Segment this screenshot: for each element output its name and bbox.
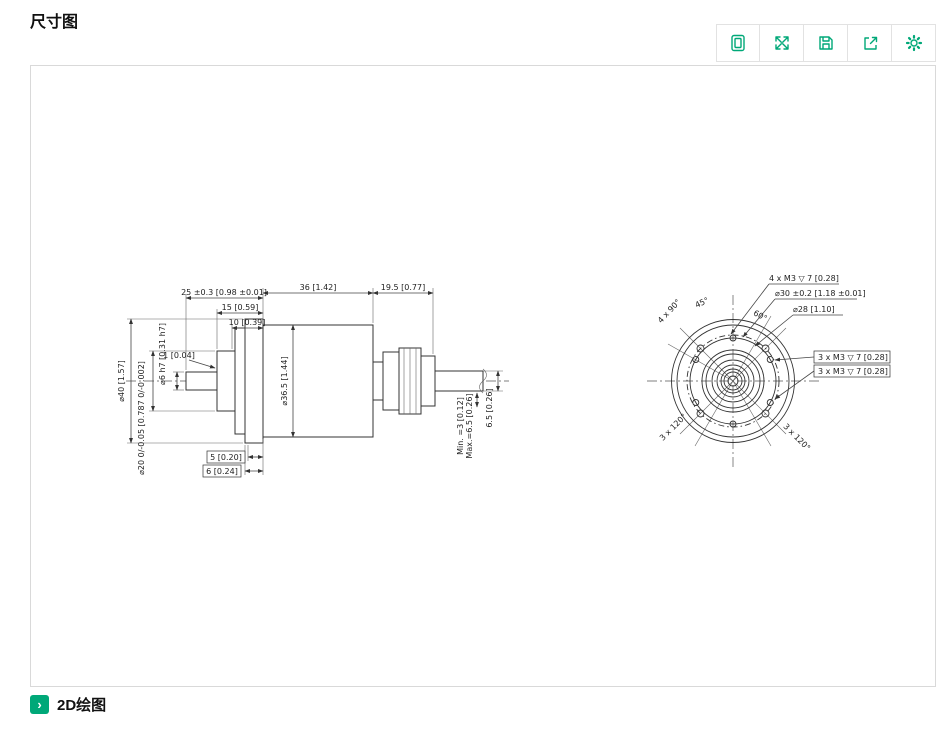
save-icon: [818, 36, 833, 50]
page-title: 尺寸图: [30, 14, 79, 31]
save-button[interactable]: [804, 24, 848, 62]
device-preview-button[interactable]: [716, 24, 760, 62]
label-4xm3: 4 x M3 ▽ 7 [0.28]: [769, 274, 839, 283]
label-3xm3-b: 3 x M3 ▽ 7 [0.28]: [818, 367, 888, 376]
angle-label-3x120-right: 3 x 120°: [781, 422, 812, 453]
angle-label-3x120-left: 3 x 120°: [658, 412, 689, 443]
share-icon: [863, 36, 877, 50]
dim-label-36-5: ⌀36.5 [1.44]: [280, 356, 289, 405]
angle-label-45: 45°: [694, 296, 711, 310]
dim-label-5: 5 [0.20]: [210, 453, 242, 462]
chevron-glyph: ›: [37, 697, 42, 712]
2d-drawing-section-toggle[interactable]: › 2D绘图: [30, 694, 106, 715]
device-preview-icon: [731, 34, 745, 52]
chevron-right-icon: ›: [30, 695, 49, 714]
dim-label-10: 10 [0.39]: [229, 318, 266, 327]
dimension-drawing-canvas: 25 ±0.3 [0.98 ±0.01] 15 [0.59] 10 [0.39]…: [117, 274, 891, 478]
dim-label-max: Max.=6.5 [0.26]: [465, 393, 474, 458]
dim-label-6: 6 [0.24]: [206, 467, 238, 476]
front-view: 4 x 90° 45° 60° 3 x 120° 3 x 120° 4 x M3…: [647, 274, 891, 467]
dim-label-1: 1 [0.04]: [163, 351, 195, 360]
page-header: 尺寸图: [30, 8, 78, 32]
fullscreen-icon: [774, 36, 789, 50]
label-3xm3-a: 3 x M3 ▽ 7 [0.28]: [818, 353, 888, 362]
dim-label-36: 36 [1.42]: [300, 283, 337, 292]
dim-label-cable: 6.5 [0.26]: [485, 388, 494, 427]
dim-label-min: Min. =3 [0.12]: [456, 397, 465, 455]
dim-label-shaft: ⌀6 h7 [0.31 h7]: [158, 323, 167, 385]
dim-label-19-5: 19.5 [0.77]: [381, 283, 425, 292]
drawing-toolbar: [716, 24, 936, 62]
dim-label-15: 15 [0.59]: [222, 303, 259, 312]
label-d30: ⌀30 ±0.2 [1.18 ±0.01]: [775, 289, 866, 298]
dim-label-40: ⌀40 [1.57]: [117, 360, 126, 402]
dim-label-25: 25 ±0.3 [0.98 ±0.01]: [181, 288, 267, 297]
settings-icon: [905, 34, 922, 52]
fullscreen-button[interactable]: [760, 24, 804, 62]
angle-label-4x90: 4 x 90°: [656, 298, 682, 325]
angle-label-60: 60°: [752, 308, 769, 323]
share-button[interactable]: [848, 24, 892, 62]
2d-drawing-section-label: 2D绘图: [57, 697, 107, 714]
dim-label-20: ⌀20 0/-0.05 [0.787 0/-0.002]: [137, 361, 146, 475]
dimension-drawing-panel: 25 ±0.3 [0.98 ±0.01] 15 [0.59] 10 [0.39]…: [30, 65, 936, 687]
settings-button[interactable]: [892, 24, 936, 62]
label-d28: ⌀28 [1.10]: [793, 305, 835, 314]
side-view: 25 ±0.3 [0.98 ±0.01] 15 [0.59] 10 [0.39]…: [117, 283, 509, 478]
